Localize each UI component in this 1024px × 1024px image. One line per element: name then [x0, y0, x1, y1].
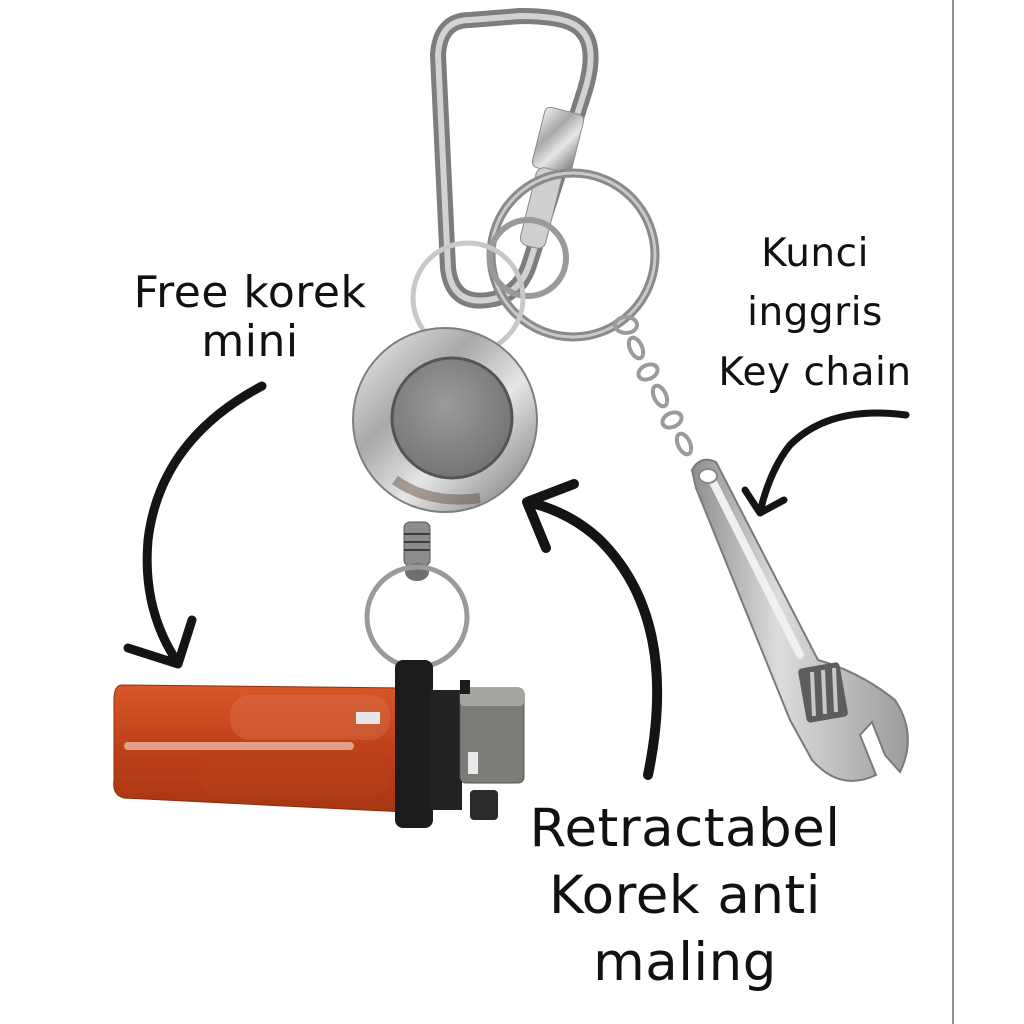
label-line: Korek anti — [549, 864, 821, 926]
label-free-lighter: Free korek mini — [100, 268, 400, 367]
divider-line — [952, 0, 954, 1024]
label-line: Kunci — [761, 231, 869, 276]
label-retractable: Retractabel Korek anti maling — [500, 796, 870, 996]
arrow-to-reel — [522, 479, 663, 780]
mini-lighter — [113, 660, 525, 828]
label-line: Retractabel — [529, 798, 841, 859]
label-line: Free korek — [133, 267, 367, 318]
label-line: maling — [593, 931, 777, 993]
label-line: Key chain — [718, 349, 912, 395]
label-line: inggris — [747, 290, 883, 336]
label-wrench: Kunci inggris Key chain — [700, 224, 930, 402]
label-line: mini — [201, 316, 299, 368]
arrow-to-wrench — [741, 409, 910, 517]
retractable-reel — [352, 327, 538, 581]
carabiner — [430, 8, 599, 309]
arrow-to-lighter — [123, 381, 267, 669]
wrench-keychain — [690, 458, 909, 782]
screw-gate — [519, 106, 585, 249]
lighter-ring — [364, 564, 470, 670]
chain — [613, 315, 694, 457]
